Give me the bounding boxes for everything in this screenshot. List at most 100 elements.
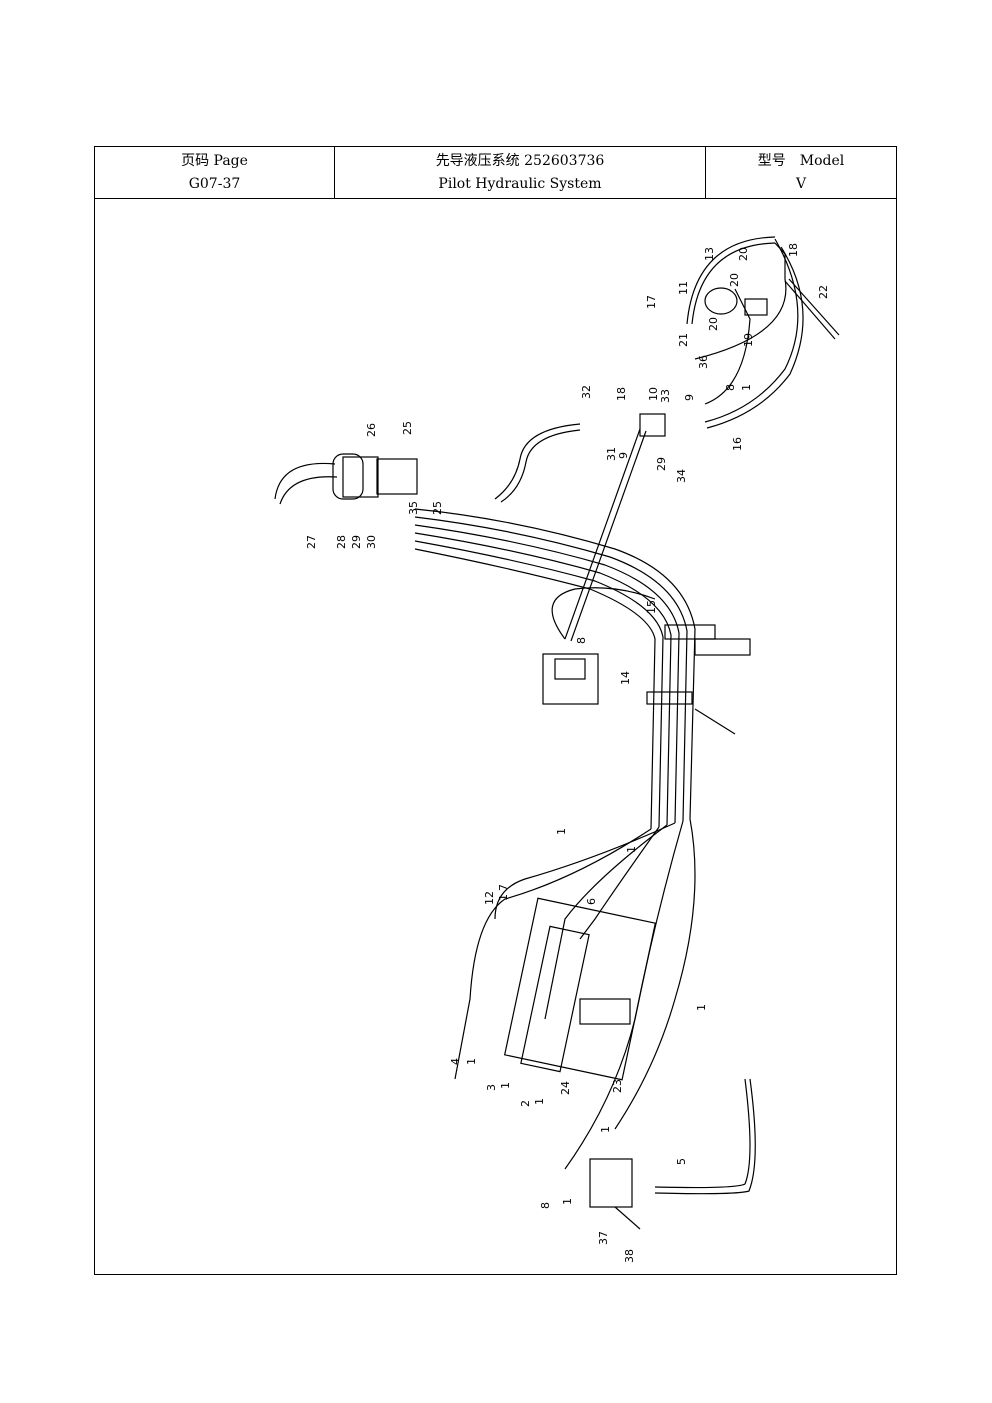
- main-valve-section: [520, 925, 590, 1073]
- joystick-handle-inner: [279, 476, 338, 505]
- callout-25b: 25: [431, 501, 444, 515]
- callout-31: 31: [605, 447, 618, 461]
- pipe-12: [494, 822, 676, 920]
- callout-30: 30: [365, 535, 378, 549]
- joystick-body: [332, 453, 364, 500]
- block-37: [589, 1158, 633, 1208]
- bundle-pipe-5: [414, 540, 664, 828]
- callout-8b: 8: [575, 637, 588, 644]
- hose-diag-inner: [570, 430, 647, 642]
- callout-1c: 1: [625, 846, 638, 853]
- callout-8a: 8: [724, 384, 737, 391]
- title-cell: 先导液压系统 252603736 Pilot Hydraulic System: [335, 147, 706, 198]
- bundle-pipe-1: [414, 508, 696, 820]
- model-cell: 型号 Model V: [706, 147, 896, 198]
- callout-16: 16: [731, 437, 744, 451]
- callout-1f: 1: [499, 1082, 512, 1089]
- callout-15: 15: [645, 600, 658, 614]
- callout-1h: 1: [695, 1004, 708, 1011]
- diagram-svg: 13 11 17 20 20 18 22 21 20 19 36 8 1 32 …: [274, 236, 840, 1263]
- callout-3: 3: [485, 1084, 498, 1091]
- joystick-plate: [376, 458, 418, 495]
- callout-5: 5: [675, 1158, 688, 1165]
- valve-19: [744, 298, 768, 316]
- callout-21: 21: [677, 333, 690, 347]
- model-label: 型号 Model: [757, 152, 845, 169]
- page-number: G07-37: [188, 175, 241, 192]
- title-block: 页码 Page G07-37 先导液压系统 252603736 Pilot Hy…: [95, 147, 896, 199]
- joystick-handle: [274, 462, 336, 500]
- hose-21: [694, 242, 787, 360]
- callout-20c: 20: [707, 317, 720, 331]
- hose-16-inner: [706, 246, 804, 429]
- main-valve: [503, 897, 657, 1081]
- hose-17-inner: [691, 242, 776, 325]
- callout-17: 17: [645, 295, 658, 309]
- callout-12: 12: [483, 891, 496, 905]
- page-cell: 页码 Page G07-37: [95, 147, 335, 198]
- callout-32: 32: [580, 385, 593, 399]
- bundle-pipe-6: [414, 548, 656, 830]
- bracket-15: [664, 624, 716, 640]
- callout-23: 23: [611, 1079, 624, 1093]
- hose-23: [614, 818, 696, 1130]
- callout-19: 19: [742, 333, 755, 347]
- callout-8c: 8: [539, 1202, 552, 1209]
- hose-22-inner: [788, 278, 840, 336]
- joystick-base: [342, 456, 379, 498]
- callout-34: 34: [675, 469, 688, 483]
- callout-28: 28: [335, 535, 348, 549]
- bundle-pipe-2: [414, 516, 688, 822]
- callout-29a: 29: [655, 457, 668, 471]
- callout-20b: 20: [737, 247, 750, 261]
- callout-13: 13: [703, 247, 716, 261]
- callout-1j: 1: [561, 1198, 574, 1205]
- callout-4: 4: [449, 1058, 462, 1065]
- callout-1e: 1: [465, 1058, 478, 1065]
- model-value: V: [795, 175, 807, 192]
- callout-1d: 1: [497, 894, 510, 901]
- hose-24: [564, 820, 684, 1170]
- title-en: Pilot Hydraulic System: [438, 175, 602, 192]
- callout-11: 11: [677, 281, 690, 295]
- callout-18a: 18: [787, 243, 800, 257]
- pilot-pump-port: [554, 658, 586, 680]
- callout-7: 7: [497, 884, 510, 891]
- hose-diag: [564, 428, 641, 640]
- block-33: [639, 413, 666, 437]
- callout-9a: 9: [683, 394, 696, 401]
- callout-2: 2: [519, 1100, 532, 1107]
- hydraulic-diagram: 13 11 17 20 20 18 22 21 20 19 36 8 1 32 …: [95, 199, 898, 1275]
- bolt-38: [614, 1206, 641, 1230]
- callout-33: 33: [659, 389, 672, 403]
- callout-9b: 9: [617, 452, 630, 459]
- page-label: 页码 Page: [181, 152, 248, 169]
- hose-32: [494, 423, 581, 500]
- hose-36: [704, 288, 751, 405]
- callout-18b: 18: [615, 387, 628, 401]
- pilot-pump: [542, 653, 599, 705]
- callout-27: 27: [305, 535, 318, 549]
- callout-37: 37: [597, 1231, 610, 1245]
- callout-35: 35: [407, 501, 420, 515]
- callout-25a: 25: [401, 421, 414, 435]
- callout-10: 10: [647, 387, 660, 401]
- callout-1b: 1: [555, 828, 568, 835]
- bundle-pipe-4: [414, 532, 672, 826]
- callout-29b: 29: [350, 535, 363, 549]
- title-cn: 先导液压系统 252603736: [435, 152, 605, 169]
- callout-1g: 1: [533, 1098, 546, 1105]
- hose-5: [654, 1078, 751, 1189]
- pipe-7: [544, 824, 668, 1020]
- hose-loop: [551, 587, 656, 640]
- hose-17: [686, 236, 776, 325]
- bolt-14: [694, 708, 736, 735]
- main-valve-spool: [579, 998, 631, 1025]
- callout-1a: 1: [740, 384, 753, 391]
- hose-32-inner: [500, 429, 581, 503]
- accumulator-19: [704, 287, 738, 315]
- pipe-6: [579, 826, 660, 940]
- hose-16: [704, 238, 799, 423]
- callout-1i: 1: [599, 1126, 612, 1133]
- bracket-14: [646, 691, 693, 705]
